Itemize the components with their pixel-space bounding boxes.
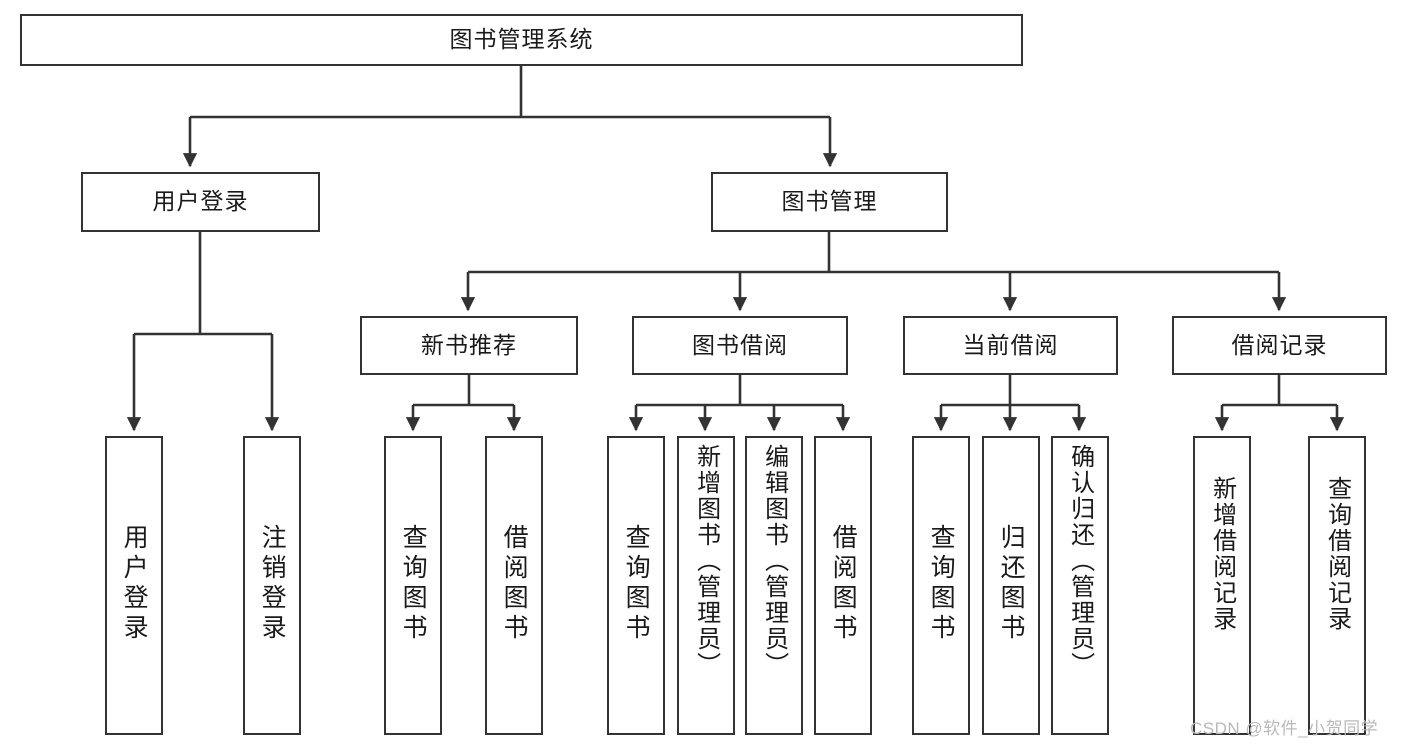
node-leaf-return-book[interactable]: 归还图书 [982, 436, 1040, 735]
node-label: 编辑图书（管理员） [760, 444, 788, 678]
node-leaf-edit-book[interactable]: 编辑图书（管理员） [745, 436, 803, 735]
node-label: 借阅图书 [500, 524, 529, 644]
node-label: 新增借阅记录 [1208, 476, 1236, 632]
node-leaf-logout[interactable]: 注销登录 [243, 436, 301, 735]
node-current-borrow[interactable]: 当前借阅 [903, 316, 1118, 375]
node-label: 查询图书 [399, 524, 428, 644]
node-label: 新书推荐 [421, 331, 517, 358]
node-label: 图书管理系统 [449, 26, 594, 53]
node-root-system[interactable]: 图书管理系统 [20, 14, 1023, 66]
node-leaf-add-book[interactable]: 新增图书（管理员） [677, 436, 735, 735]
node-label: 归还图书 [997, 524, 1026, 644]
node-leaf-query-book-1[interactable]: 查询图书 [384, 436, 442, 735]
node-label: 查询图书 [927, 524, 956, 644]
node-label: 新增图书（管理员） [692, 444, 720, 678]
node-leaf-borrow-book-1[interactable]: 借阅图书 [485, 436, 543, 735]
node-leaf-query-record[interactable]: 查询借阅记录 [1308, 436, 1366, 735]
node-label: 当前借阅 [962, 331, 1059, 358]
node-borrow-record[interactable]: 借阅记录 [1172, 316, 1387, 375]
node-label: 注销登录 [258, 524, 287, 644]
node-leaf-borrow-book-2[interactable]: 借阅图书 [814, 436, 872, 735]
node-user-login[interactable]: 用户登录 [81, 172, 320, 232]
node-label: 借阅记录 [1231, 331, 1328, 358]
node-leaf-add-record[interactable]: 新增借阅记录 [1193, 436, 1251, 735]
node-leaf-query-book-3[interactable]: 查询图书 [912, 436, 970, 735]
node-leaf-confirm-return[interactable]: 确认归还（管理员） [1051, 436, 1109, 735]
node-label: 用户登录 [120, 524, 149, 644]
node-label: 借阅图书 [829, 524, 858, 644]
node-label: 图书借阅 [692, 331, 788, 358]
node-book-management[interactable]: 图书管理 [711, 172, 948, 232]
node-new-book-recommend[interactable]: 新书推荐 [360, 316, 578, 375]
node-label: 查询图书 [622, 524, 651, 644]
node-label: 确认归还（管理员） [1066, 444, 1094, 678]
node-label: 查询借阅记录 [1323, 476, 1351, 632]
node-book-borrow[interactable]: 图书借阅 [632, 316, 848, 375]
node-leaf-query-book-2[interactable]: 查询图书 [607, 436, 665, 735]
node-label: 用户登录 [152, 188, 249, 215]
csdn-watermark: CSDN @软件_小贺同学 [1190, 719, 1379, 738]
node-label: 图书管理 [781, 188, 878, 215]
node-leaf-user-login[interactable]: 用户登录 [105, 436, 163, 735]
